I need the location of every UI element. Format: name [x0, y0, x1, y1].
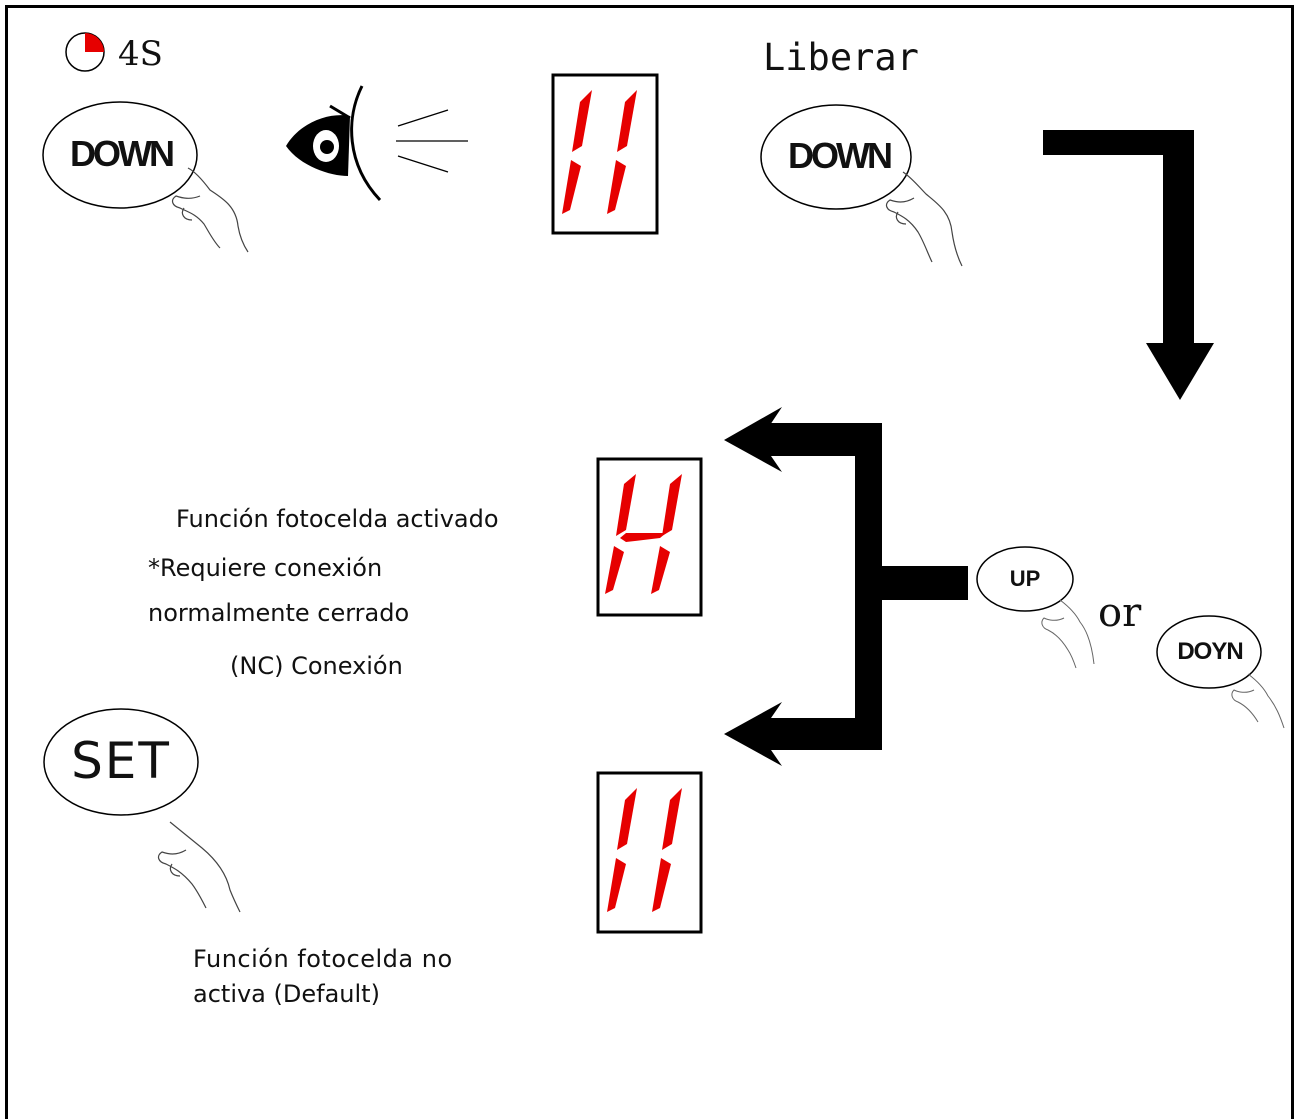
vision-lines: [396, 109, 468, 173]
up-button-label: UP: [1009, 566, 1041, 591]
down-button-oval-3: [1156, 615, 1262, 689]
release-label: Liberar: [763, 36, 919, 79]
pointing-hand-icon: [1041, 599, 1095, 669]
up-button-oval: [976, 546, 1074, 612]
pointing-hand-icon: [157, 821, 241, 913]
note-requires-line1: *Requiere conexión: [148, 554, 383, 582]
down-button-oval-2: [760, 104, 912, 210]
pointing-hand-icon: [171, 167, 249, 253]
down-button-oval-1: [42, 101, 198, 209]
note-requires-line3: (NC) Conexión: [230, 652, 403, 680]
down-button-label-1: DOWN: [70, 133, 175, 174]
seven-segment-display-h: [596, 457, 703, 617]
timer-icon: [65, 32, 105, 72]
or-label: or: [1098, 590, 1142, 636]
flow-arrow-branch: [724, 407, 968, 766]
pointing-hand-icon: [885, 171, 963, 267]
note-activated-title: Función fotocelda activado: [176, 505, 499, 533]
seven-segment-display-3: [596, 771, 703, 934]
eye-icon: [286, 85, 382, 202]
down-button-label-2: DOWN: [788, 135, 893, 176]
set-button-label: SET: [71, 732, 171, 790]
note-inactive-line1: Función fotocelda no: [193, 945, 453, 973]
note-inactive-line2: activa (Default): [193, 980, 380, 1008]
flow-arrow-down: [1043, 130, 1214, 400]
timer-label: 4S: [118, 34, 163, 74]
down-button-label-3: DOYN: [1177, 638, 1243, 665]
pointing-hand-icon: [1231, 673, 1285, 729]
seven-segment-display-1: [551, 73, 659, 235]
note-requires-line2: normalmente cerrado: [148, 599, 410, 627]
diagram-frame: [5, 5, 1294, 1119]
set-button-oval: [43, 708, 199, 816]
